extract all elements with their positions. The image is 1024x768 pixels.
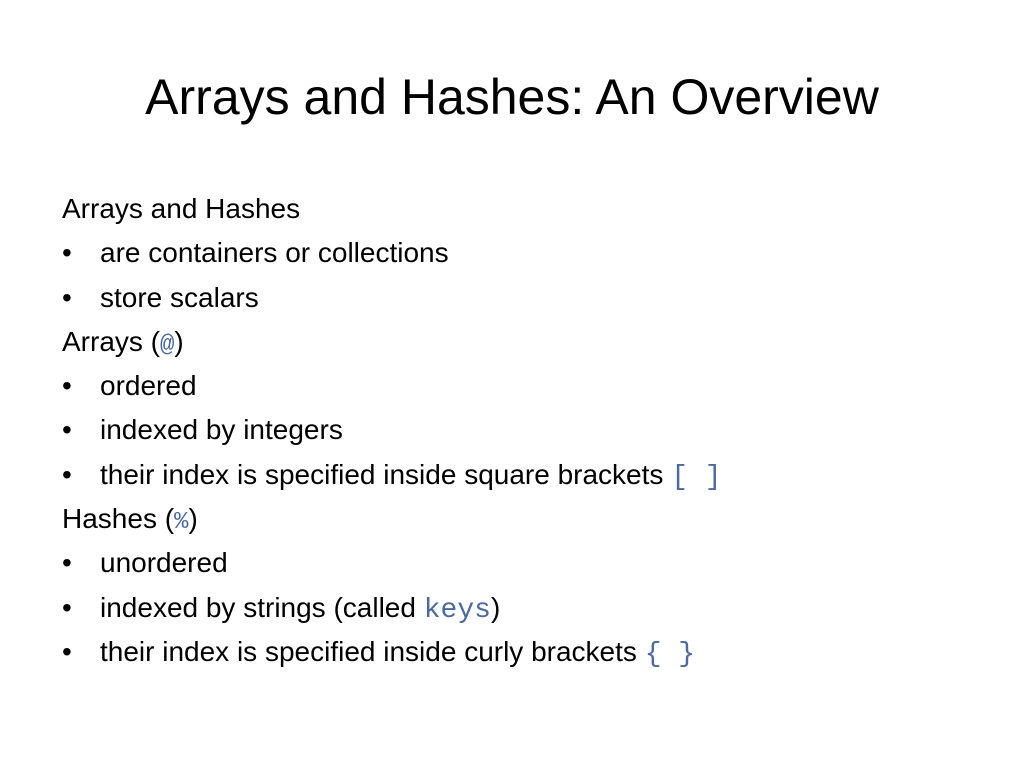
list-item-text: store scalars	[100, 281, 259, 313]
intro-heading: Arrays and Hashes	[62, 193, 301, 224]
list-item-text: indexed by strings (called	[100, 591, 424, 623]
bullet-icon: •	[62, 635, 72, 667]
list-item: • are containers or collections	[62, 231, 962, 275]
bullet-icon: •	[62, 370, 72, 402]
bullet-icon: •	[62, 458, 72, 490]
curly-brackets-code: { }	[644, 638, 696, 670]
list-item: • unordered	[62, 541, 962, 585]
list-item: • their index is specified inside curly …	[62, 630, 962, 674]
list-item: • their index is specified inside square…	[62, 453, 962, 497]
list-item-text: ordered	[100, 370, 197, 402]
bullet-icon: •	[62, 414, 72, 446]
slide-body: Arrays and Hashes • are containers or co…	[62, 187, 962, 674]
list-item: • indexed by strings (called keys)	[62, 586, 962, 630]
square-brackets-code: [ ]	[671, 461, 722, 493]
bullet-icon: •	[62, 547, 72, 579]
arrays-heading-suffix: )	[174, 325, 184, 357]
list-item: • indexed by integers	[62, 408, 962, 452]
slide-title: Arrays and Hashes: An Overview	[145, 69, 879, 125]
list-item: • store scalars	[62, 276, 962, 320]
keys-code: keys	[423, 594, 491, 626]
hashes-heading: Hashes (%)	[62, 497, 962, 541]
list-item-text: unordered	[100, 547, 228, 579]
bullet-icon: •	[62, 237, 72, 269]
list-item-text: are containers or collections	[100, 237, 449, 269]
bullet-icon: •	[62, 591, 72, 623]
bullet-icon: •	[62, 281, 72, 313]
list-item: • ordered	[62, 364, 962, 408]
array-sigil: @	[160, 331, 175, 359]
hashes-heading-prefix: Hashes (	[62, 503, 175, 535]
hash-sigil: %	[174, 509, 189, 537]
arrays-heading-prefix: Arrays (	[62, 325, 160, 357]
list-item-text: indexed by integers	[100, 414, 343, 446]
list-item-text-end: )	[490, 591, 501, 623]
hashes-heading-suffix: )	[188, 503, 198, 535]
arrays-heading: Arrays (@)	[62, 320, 962, 364]
list-item-text: their index is specified inside square b…	[100, 458, 672, 490]
list-item-text: their index is specified inside curly br…	[100, 635, 645, 667]
